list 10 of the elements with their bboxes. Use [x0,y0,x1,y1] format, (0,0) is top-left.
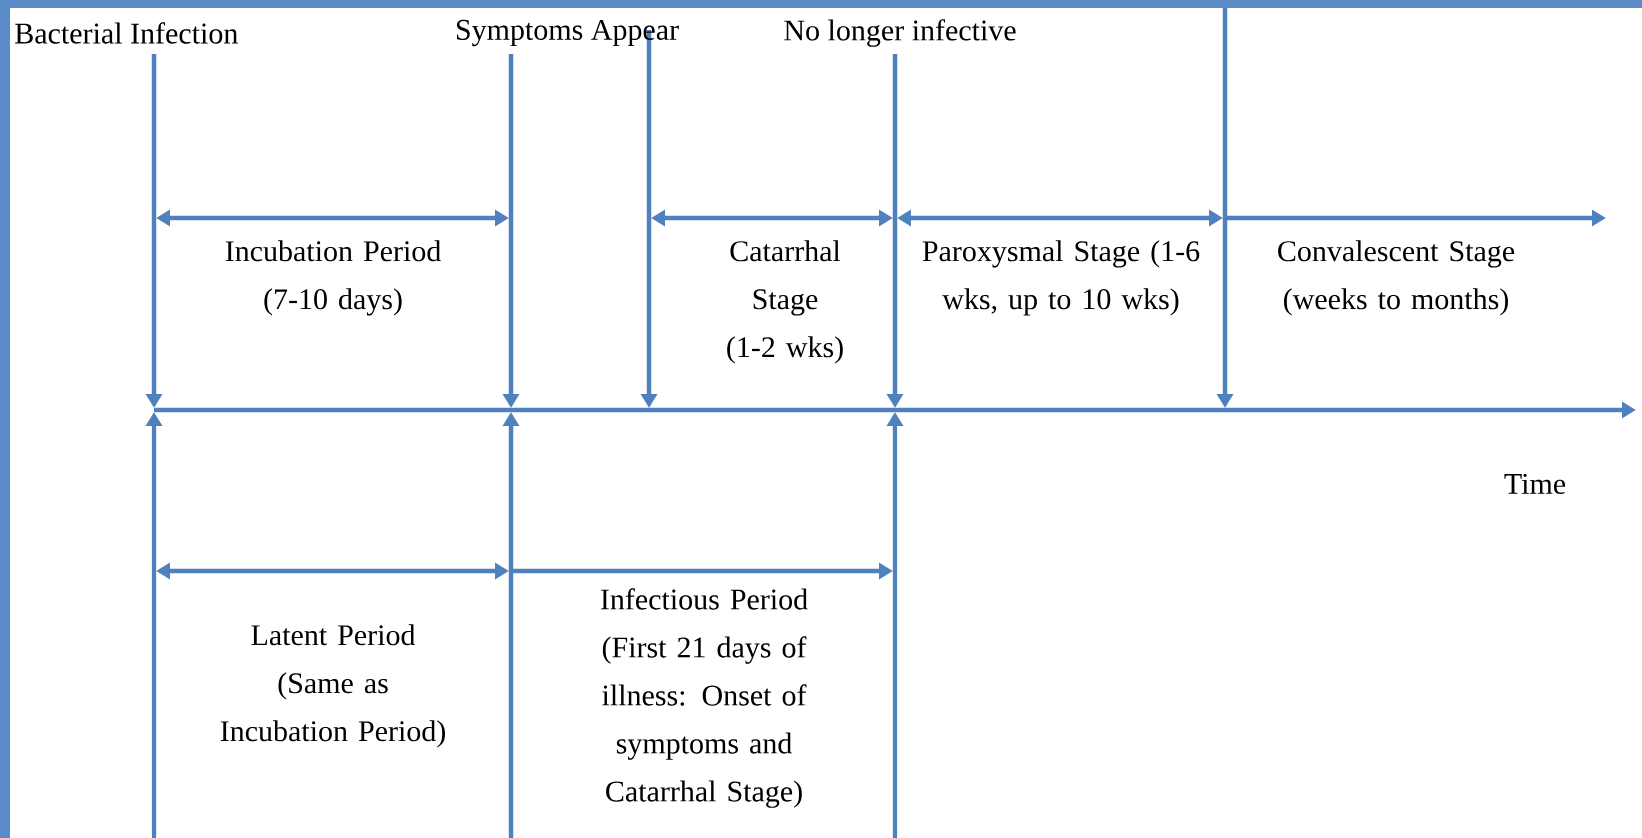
stage-label: Convalescent Stage (weeks to months) [1278,240,1515,316]
event-label: Bacterial Infection [15,22,238,44]
axis-label: Time [1504,473,1566,495]
event-label: No longer infective [784,19,1016,47]
period-label: Latent Period (Same as Incubation Period) [220,624,445,748]
event-label: Symptoms Appear [456,19,679,47]
stage-label: Catarrhal Stage (1-2 wks) [727,240,843,364]
stage-label: Paroxysmal Stage (1-6 wks, up to 10 wks) [922,240,1200,316]
stage-label: Incubation Period (7-10 days) [225,240,441,316]
period-label: Infectious Period (First 21 days of illness: Onset of symptoms and Catarrhal Stage) [600,588,808,808]
